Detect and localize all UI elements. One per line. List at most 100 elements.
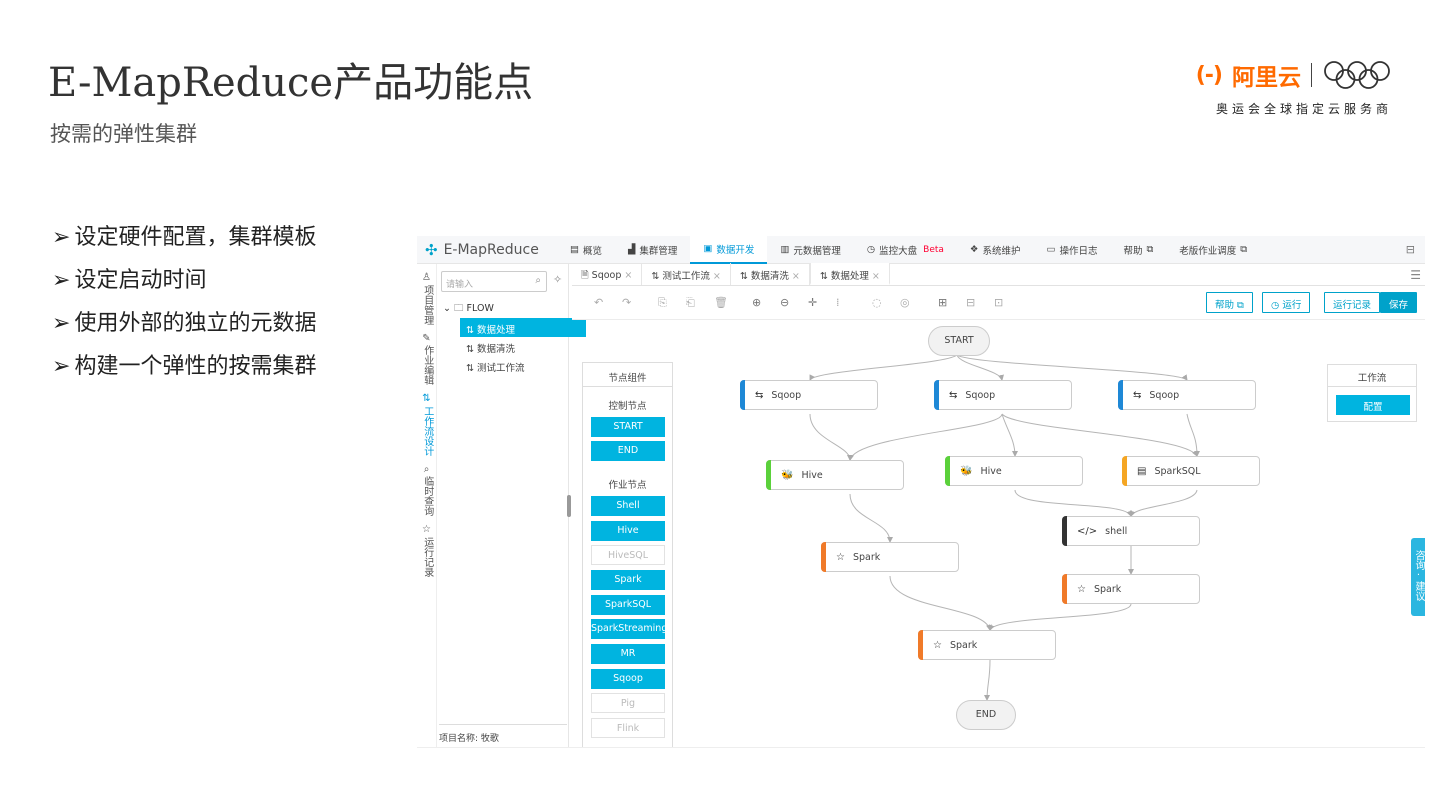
run-button[interactable]: ◷ 运行 [1262, 292, 1311, 313]
tab-data-cleaning[interactable]: ⇅ 数据清洗× [731, 263, 810, 285]
rail-job-edit[interactable]: ✎作业编辑 [417, 333, 436, 386]
menu-icon[interactable]: ☰ [1410, 268, 1421, 282]
close-icon[interactable]: × [712, 271, 721, 282]
palette-shell[interactable]: Shell [591, 496, 665, 516]
zoom-in-icon[interactable]: ⊕ [752, 296, 762, 309]
configure-button[interactable]: 配置 [1336, 395, 1410, 415]
nav-label: 监控大盘 [879, 245, 918, 257]
palette-sqoop[interactable]: Sqoop [591, 669, 665, 689]
align-icon[interactable]: ⊟ [966, 296, 976, 309]
tab-data-processing[interactable]: ⇅ 数据处理× [809, 263, 890, 285]
edit-icon: ✎ [422, 332, 431, 344]
auto-layout-icon[interactable]: ⊞ [938, 296, 948, 309]
copy-icon[interactable]: ⎘ [658, 296, 667, 309]
workflow-icon: ⇅ [739, 271, 748, 282]
rail-adhoc-query[interactable]: ⌕临时查询 [417, 464, 436, 517]
top-nav-bar: ✣ E-MapReduce ▤概览 ▟集群管理 ▣数据开发 ▥元数据管理 ◷监控… [417, 236, 1425, 264]
palette-start[interactable]: START [591, 417, 665, 437]
node-sqoop-3[interactable]: ⇆Sqoop [1118, 380, 1256, 410]
workflow-canvas[interactable]: START ⇆Sqoop ⇆Sqoop ⇆Sqoop 🐝Hive 🐝Hive ▤… [675, 320, 1335, 747]
tree-item-data-processing[interactable]: ⇅ 数据处理 [460, 318, 586, 337]
monitor-icon: ▭ [1046, 244, 1056, 255]
paste-icon[interactable]: ⎗ [686, 296, 695, 309]
node-shell[interactable]: </>shell [1062, 516, 1200, 546]
palette-hive[interactable]: Hive [591, 521, 665, 541]
redo-icon[interactable]: ↷ [622, 296, 632, 309]
editor-toolbar: ↶ ↷ ⎘ ⎗ 🗑 ⊕ ⊖ ✛ ⁞ ◌ ◎ ⊞ ⊟ ⊡ 帮助 ⧉ ◷ 运行 运行… [572, 286, 1425, 320]
button-label: 运行 [1282, 300, 1302, 311]
nav-logs[interactable]: ▭操作日志 [1033, 236, 1110, 264]
pin-icon[interactable]: ✧ [553, 273, 563, 286]
node-hive-1[interactable]: 🐝Hive [766, 460, 904, 490]
nav-data-dev[interactable]: ▣数据开发 [690, 236, 768, 264]
node-label: Spark [852, 551, 881, 563]
delete-icon[interactable]: 🗑 [714, 296, 728, 309]
tab-sqoop[interactable]: 🗎 Sqoop× [572, 263, 643, 285]
nav-cluster[interactable]: ▟集群管理 [615, 236, 690, 264]
bullet-item: 设定硬件配置，集群模板 [52, 216, 316, 259]
window-icon[interactable]: ⊟ [1405, 243, 1415, 256]
expand-icon[interactable]: ⊡ [994, 296, 1004, 309]
node-spark-3[interactable]: ☆Spark [918, 630, 1056, 660]
close-icon[interactable]: × [791, 271, 800, 282]
node-sparksql[interactable]: ▤SparkSQL [1122, 456, 1260, 486]
hide-icon[interactable]: ◌ [872, 296, 882, 309]
end-node[interactable]: END [956, 700, 1016, 730]
zoom-out-icon[interactable]: ⊖ [780, 296, 790, 309]
run-history-button[interactable]: 运行记录 [1324, 292, 1381, 313]
dashboard-icon: ▤ [570, 244, 579, 255]
node-spark-2[interactable]: ☆Spark [1062, 574, 1200, 604]
search-icon[interactable]: ⌕ [535, 275, 541, 286]
help-button[interactable]: 帮助 ⧉ [1206, 292, 1253, 313]
rail-workflow-design[interactable]: ⇅工作流设计 [417, 393, 436, 456]
tree-item-data-cleaning[interactable]: ⇅ 数据清洗 [460, 337, 586, 356]
workflow-icon: ⇅ [651, 271, 660, 282]
actual-size-icon[interactable]: ⁞ [836, 296, 840, 309]
gauge-icon: ◷ [866, 244, 876, 255]
rail-project-manage[interactable]: ♙项目管理 [417, 272, 436, 325]
edge [984, 659, 991, 701]
tree-item-label: 测试工作流 [477, 363, 525, 374]
node-label: Sqoop [965, 389, 996, 401]
palette-mr[interactable]: MR [591, 644, 665, 664]
tree-root-flow[interactable]: ⌄ 🗀 FLOW [443, 301, 494, 317]
palette-sparkstreaming[interactable]: SparkStreaming [591, 619, 667, 639]
palette-sparksql[interactable]: SparkSQL [591, 595, 665, 615]
panel-resize-handle[interactable] [567, 495, 571, 517]
search-placeholder: 请输入 [446, 280, 474, 290]
undo-icon[interactable]: ↶ [594, 296, 604, 309]
nav-help[interactable]: 帮助⧉ [1110, 236, 1166, 264]
edge [988, 603, 1132, 631]
node-hive-2[interactable]: 🐝Hive [945, 456, 1083, 486]
node-spark-1[interactable]: ☆Spark [821, 542, 959, 572]
show-icon[interactable]: ◎ [900, 296, 910, 309]
node-sqoop-1[interactable]: ⇆Sqoop [740, 380, 878, 410]
workflow-tree-panel: 请输入 ⌕ ✧ ⌄ 🗀 FLOW ⇅ 数据处理 ⇅ 数据清洗 ⇅ 测试工作流 项… [437, 264, 586, 747]
tab-test-workflow[interactable]: ⇅ 测试工作流× [642, 263, 731, 285]
palette-end[interactable]: END [591, 441, 665, 461]
node-sqoop-2[interactable]: ⇆Sqoop [934, 380, 1072, 410]
button-label: 保存 [1389, 300, 1409, 311]
start-node[interactable]: START [928, 326, 990, 356]
nav-overview[interactable]: ▤概览 [557, 236, 615, 264]
fit-icon[interactable]: ✛ [808, 296, 818, 309]
close-icon[interactable]: × [871, 271, 880, 282]
tree-item-test-workflow[interactable]: ⇅ 测试工作流 [460, 356, 586, 375]
close-icon[interactable]: × [624, 270, 633, 281]
feedback-tab[interactable]: 咨询·建议 [1411, 538, 1425, 616]
nav-old-scheduler[interactable]: 老版作业调度⧉ [1166, 236, 1260, 264]
nav-maintenance[interactable]: ❖系统维护 [957, 236, 1034, 264]
tree-search-input[interactable]: 请输入 ⌕ [441, 271, 547, 292]
save-button[interactable]: 保存 [1380, 292, 1418, 313]
palette-spark[interactable]: Spark [591, 570, 665, 590]
app-logo[interactable]: ✣ E-MapReduce [417, 241, 557, 259]
folder-icon: 🗀 [454, 303, 464, 314]
node-label: Spark [949, 639, 978, 651]
node-label: Spark [1093, 583, 1122, 595]
rail-run-history[interactable]: ☆运行记录 [417, 524, 436, 577]
tab-label: 数据处理 [830, 271, 869, 282]
control-section-label: 控制节点 [608, 401, 647, 412]
edge [848, 413, 1003, 461]
nav-metadata[interactable]: ▥元数据管理 [767, 236, 854, 264]
